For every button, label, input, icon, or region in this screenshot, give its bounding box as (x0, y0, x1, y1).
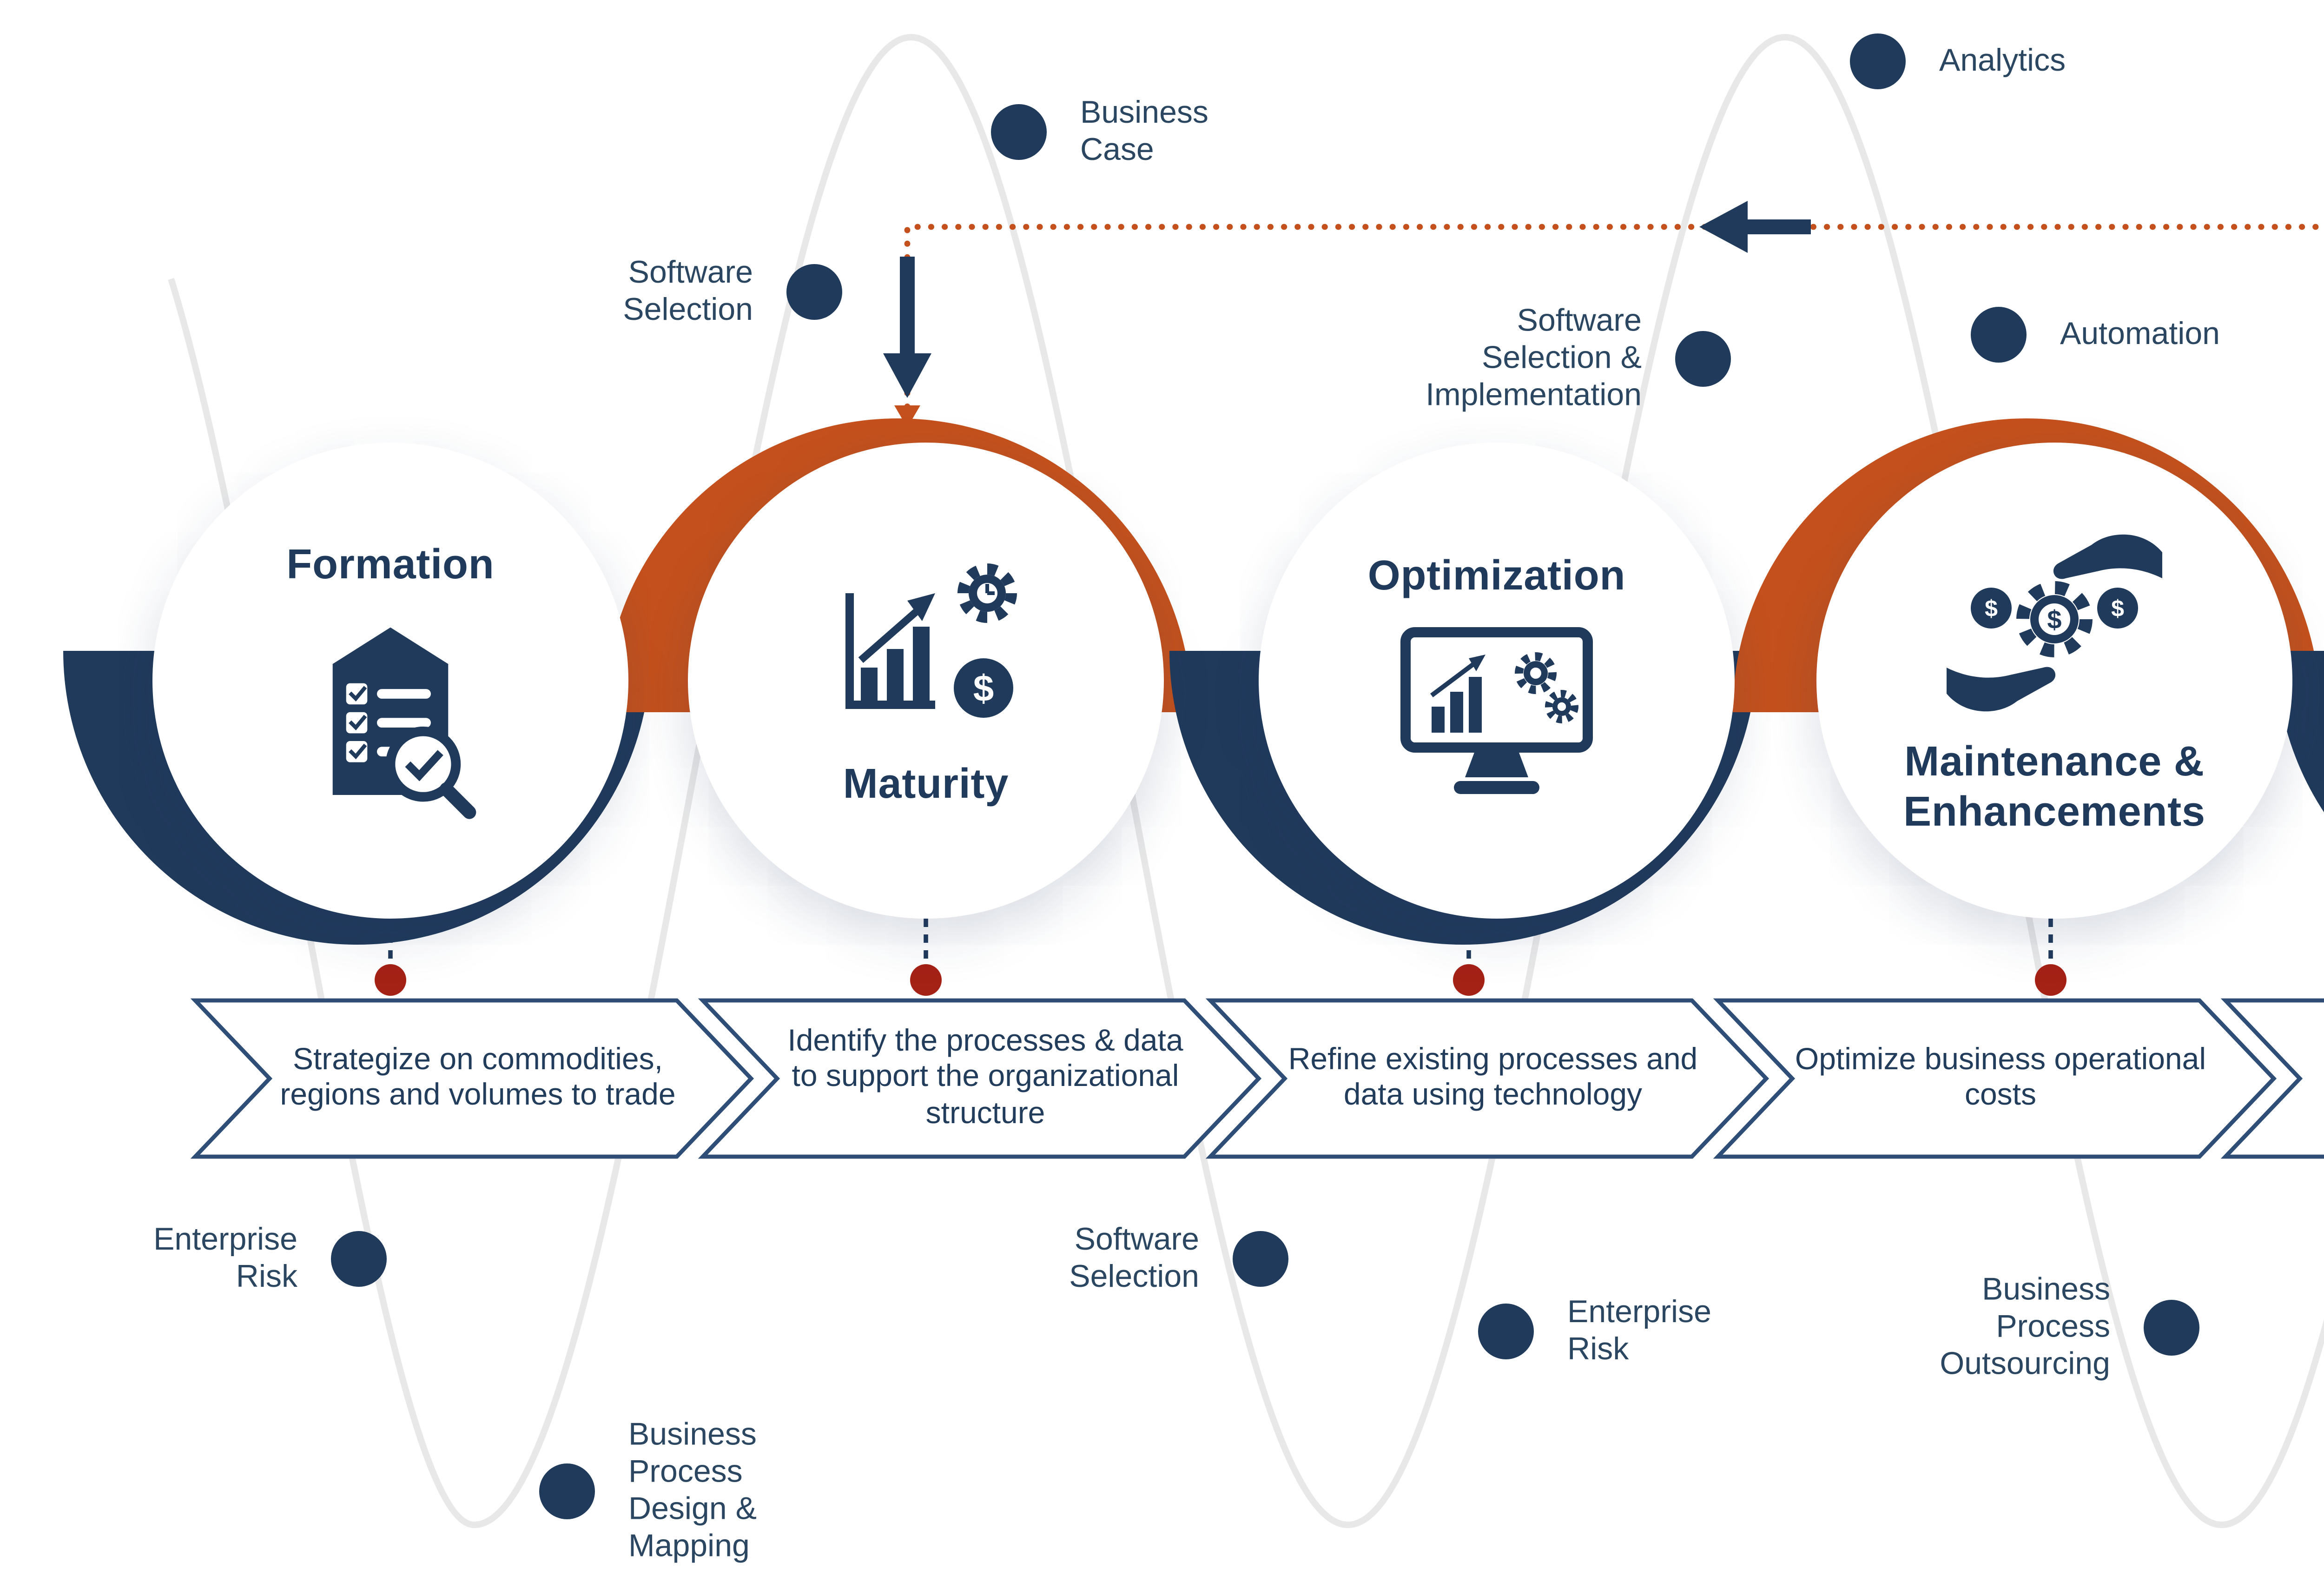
checklist-magnifier-icon (294, 606, 487, 822)
svg-text:$: $ (1985, 595, 1998, 621)
loop-orange-arrowhead (894, 405, 920, 428)
milestone-label: Analytics (1939, 42, 2066, 78)
milestone-dot (991, 104, 1047, 160)
milestone-dot (786, 264, 842, 320)
stage-maturity: $ Maturity (688, 443, 1164, 919)
banner-shape-5 (2220, 998, 2324, 1159)
bar-chart-money-icon: $ (816, 552, 1036, 742)
milestone-label: Automation (2060, 316, 2220, 351)
banner-shape-3 (1205, 998, 1769, 1159)
svg-text:$: $ (2111, 595, 2124, 621)
stage-stems (388, 919, 2053, 960)
milestone-dot (1971, 307, 2027, 363)
banner-row (190, 998, 2324, 1159)
milestone-label: Business Process Outsourcing (1940, 1271, 2110, 1382)
milestone-label: Business Process Design & Mapping (628, 1417, 757, 1564)
milestone-dot (1850, 33, 1906, 89)
milestone-dot (539, 1463, 595, 1519)
milestone-label: Software Selection (1069, 1221, 1199, 1294)
left-arrow-icon (1699, 201, 1811, 253)
banner-label-growth: Growth of commodities, regions & volumes… (2300, 1000, 2324, 1157)
stage-connector-dots (375, 964, 2067, 996)
milestone-label: Enterprise Risk (153, 1221, 297, 1294)
milestone-dot (2144, 1300, 2199, 1356)
milestone-label: Software Selection (623, 254, 753, 327)
milestone-label: Business Case (1080, 94, 1208, 167)
svg-text:$: $ (2047, 604, 2061, 633)
down-arrow-icon (883, 257, 931, 398)
banner-label-optimization: Refine existing processes and data using… (1288, 1042, 1698, 1112)
milestone-dot (1478, 1304, 1534, 1359)
banner-label-maintenance: Optimize business operational costs (1795, 1042, 2206, 1112)
monitor-analytics-icon (1383, 617, 1610, 811)
hands-gears-money-icon: $ $ $ (1935, 525, 2173, 719)
banner-shape-4 (1713, 998, 2277, 1159)
stage-title: Optimization (1367, 552, 1626, 599)
milestone-dot (331, 1231, 387, 1287)
banner-shape-2 (698, 998, 1262, 1159)
banner-label-maturity: Identify the processes & data to support… (787, 1024, 1183, 1130)
banner-shape-1 (190, 998, 754, 1159)
stage-formation: Formation (152, 443, 628, 919)
stage-title: Formation (286, 541, 495, 588)
milestone-dot (1675, 331, 1731, 387)
stage-title: Maturity (843, 761, 1009, 807)
stage-maintenance: $ $ $ Maintenance & Enhancements (1816, 443, 2292, 919)
stage-title: Maintenance & Enhancements (1903, 737, 2205, 834)
milestone-label: Enterprise Risk (1567, 1294, 1711, 1367)
milestone-dot (1233, 1231, 1288, 1287)
banner-label-formation: Strategize on commodities, regions and v… (280, 1042, 676, 1112)
wave-curve (168, 33, 2324, 1529)
milestone-label: Software Selection & Implementation (1426, 303, 1642, 413)
stage-optimization: Optimization (1259, 443, 1735, 919)
svg-text:$: $ (973, 668, 994, 709)
